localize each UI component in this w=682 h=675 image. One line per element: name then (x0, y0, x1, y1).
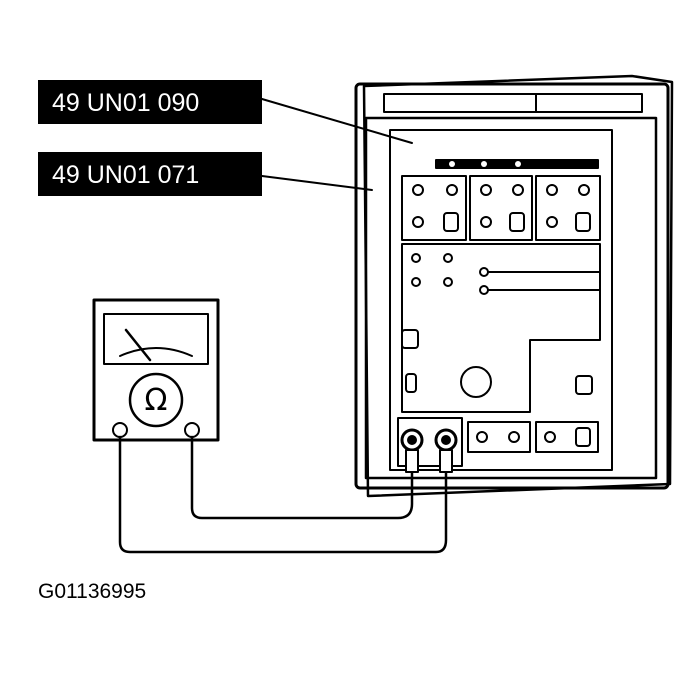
display-panel (383, 93, 643, 113)
meter-terminal-left (112, 422, 128, 438)
meter-terminal-right (184, 422, 200, 438)
module-block-middle (469, 175, 533, 241)
callout-label-49un01071: 49 UN01 071 (52, 161, 199, 189)
ohmmeter (92, 298, 220, 442)
meter-scale-arc (119, 347, 193, 357)
indicator-row (435, 159, 599, 169)
module-block-right (535, 175, 601, 241)
figure-id: G01136995 (38, 580, 146, 603)
module-block-left (401, 175, 467, 241)
test-leads (118, 435, 453, 554)
meter-needle (124, 328, 152, 362)
ohm-symbol: Ω (145, 383, 168, 418)
callout-49un01090 (38, 80, 413, 144)
callout-49un01071 (38, 152, 373, 196)
bottom-block-middle (467, 421, 531, 453)
lead-left (118, 435, 448, 554)
callout-label-49un01090: 49 UN01 090 (52, 89, 199, 117)
bottom-block-right (535, 421, 599, 453)
tester-unit (354, 74, 674, 498)
lead-right (190, 435, 414, 520)
jack-panel (401, 243, 601, 413)
